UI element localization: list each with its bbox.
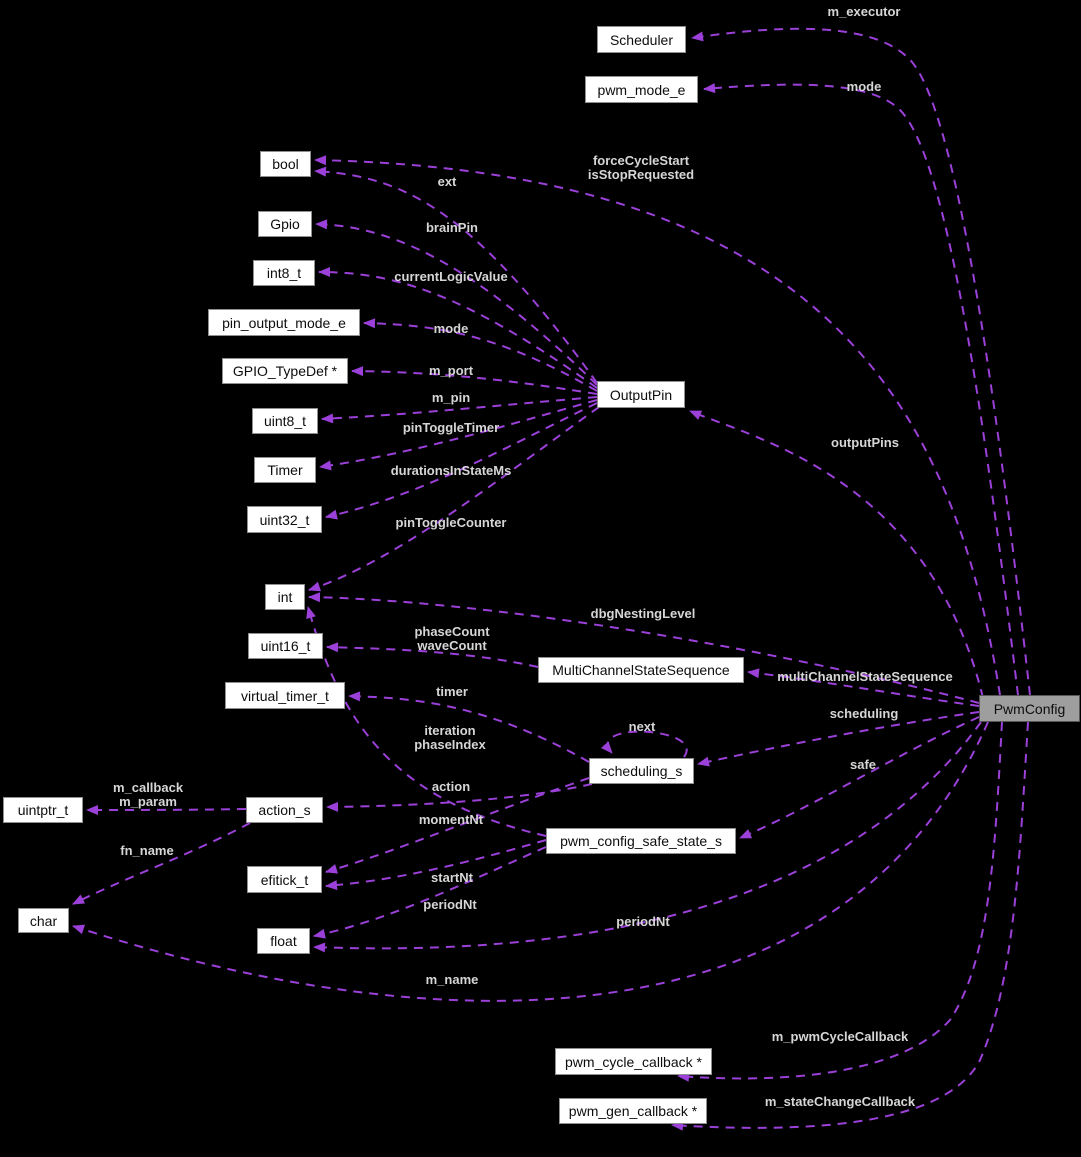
edge-action_s-to-uintptr_t — [86, 804, 247, 815]
edge-label-pwmconfig-to-multichannelstatesequence: multiChannelStateSequence — [777, 669, 953, 684]
edge-outputpin-to-uint8_t — [321, 396, 598, 424]
node-gpio[interactable]: Gpio — [258, 211, 312, 237]
edge-label-scheduling_s-to-action_s: action — [431, 779, 471, 794]
edge-label-scheduling_s-to-scheduling_s: next — [628, 719, 656, 734]
node-timer[interactable]: Timer — [254, 457, 316, 483]
node-multichannelstatesequence[interactable]: MultiChannelStateSequence — [538, 657, 744, 683]
edge-pwmconfig-to-outputpin — [689, 410, 984, 699]
edge-label-pwm_config_safe_state_s-to-float: periodNt — [423, 897, 477, 912]
edge-scheduling_s-to-virtual_timer_t — [348, 691, 590, 763]
node-scheduling_s[interactable]: scheduling_s — [589, 758, 694, 784]
edge-label-outputpin-to-gpio_typedef: m_port — [428, 363, 474, 378]
node-virtual_timer_t[interactable]: virtual_timer_t — [225, 682, 345, 709]
edge-scheduling_s-to-scheduling_s — [601, 730, 688, 758]
edge-label-pwmconfig-to-pwm_gen_callback: m_stateChangeCallback — [764, 1094, 916, 1109]
node-pwm_mode_e[interactable]: pwm_mode_e — [585, 76, 698, 103]
edge-pwmconfig-to-int — [308, 592, 980, 704]
edge-label-pwmconfig-to-pwm_mode_e: mode — [846, 79, 882, 94]
edge-outputpin-to-gpio_typedef — [351, 366, 598, 395]
edge-outputpin-to-gpio — [315, 219, 598, 386]
node-pin_output_mode_e[interactable]: pin_output_mode_e — [208, 309, 360, 336]
edge-label-pwm_config_safe_state_s-to-efitick_t: startNt — [431, 870, 473, 885]
edge-pwmconfig-to-scheduler — [691, 27, 1031, 696]
edge-outputpin-to-int8_t — [318, 267, 598, 389]
node-scheduler[interactable]: Scheduler — [597, 26, 686, 53]
edge-pwmconfig-to-pwm_mode_e — [703, 83, 1019, 696]
edge-label-outputpin-to-pin_output_mode_e: mode — [433, 321, 469, 336]
edge-pwmconfig-to-pwm_cycle_callback — [677, 721, 1003, 1082]
node-int8_t: int8_t — [253, 260, 315, 286]
node-bool: bool — [260, 151, 311, 177]
edge-label-outputpin-to-timer: pinToggleTimer — [402, 420, 500, 435]
node-gpio_typedef: GPIO_TypeDef * — [222, 358, 348, 384]
edge-outputpin-to-bool — [314, 166, 598, 384]
edge-pwmconfig-to-char — [72, 721, 989, 1002]
edge-label-scheduling_s-to-virtual_timer_t: timer — [436, 684, 468, 699]
edge-pwmconfig-to-pwm_gen_callback — [671, 721, 1029, 1131]
edge-label-outputpin-to-int: pinToggleCounter — [395, 515, 507, 530]
edge-label-pwmconfig-to-outputpin: outputPins — [831, 435, 899, 450]
node-pwm_cycle_callback[interactable]: pwm_cycle_callback * — [555, 1048, 712, 1075]
edge-label-pwmconfig-to-scheduling_s: scheduling — [829, 706, 899, 721]
node-float: float — [257, 928, 310, 954]
edge-label-pwmconfig-to-bool: forceCycleStart isStopRequested — [587, 153, 695, 182]
node-uint32_t: uint32_t — [247, 506, 322, 533]
edge-pwmconfig-to-scheduling_s — [697, 711, 980, 767]
edge-label-outputpin-to-uint32_t: durationsInStateMs — [390, 463, 512, 478]
edge-label-pwmconfig-to-pwm_cycle_callback: m_pwmCycleCallback — [771, 1029, 909, 1044]
edge-label-pwm_config_safe_state_s-to-int: iteration phaseIndex — [414, 723, 486, 752]
edge-label-outputpin-to-int8_t: currentLogicValue — [394, 269, 508, 284]
node-action_s[interactable]: action_s — [246, 797, 323, 823]
edge-label-outputpin-to-gpio: brainPin — [425, 220, 479, 235]
edge-label-multichannelstatesequence-to-uint16_t: phaseCount waveCount — [414, 624, 490, 653]
edge-pwm_config_safe_state_s-to-float — [313, 846, 547, 939]
edge-label-scheduling_s-to-efitick_t: momentNt — [418, 812, 484, 827]
node-uintptr_t: uintptr_t — [3, 797, 83, 823]
edge-pwmconfig-to-pwm_config_safe_state_s — [739, 716, 980, 839]
edge-label-pwmconfig-to-char: m_name — [425, 972, 479, 987]
node-uint8_t: uint8_t — [252, 408, 318, 434]
edge-scheduling_s-to-action_s — [326, 783, 593, 812]
node-pwm_config_safe_state_s[interactable]: pwm_config_safe_state_s — [546, 828, 736, 854]
edge-label-pwmconfig-to-int: dbgNestingLevel — [590, 606, 696, 621]
edge-multichannelstatesequence-to-uint16_t — [326, 642, 539, 668]
edge-label-pwmconfig-to-scheduler: m_executor — [827, 4, 901, 19]
edge-label-action_s-to-uintptr_t: m_callback m_param — [112, 780, 184, 809]
node-outputpin[interactable]: OutputPin — [597, 381, 685, 408]
edge-label-outputpin-to-uint8_t: m_pin — [431, 390, 471, 405]
edge-outputpin-to-timer — [319, 399, 598, 471]
edge-scheduling_s-to-efitick_t — [325, 777, 590, 874]
edge-outputpin-to-int — [308, 406, 600, 592]
node-pwmconfig: PwmConfig — [979, 695, 1080, 722]
edge-pwmconfig-to-bool — [314, 155, 1001, 696]
edge-label-action_s-to-char: fn_name — [120, 843, 174, 858]
edge-action_s-to-char — [72, 822, 251, 905]
node-char: char — [18, 908, 69, 933]
node-uint16_t: uint16_t — [248, 633, 323, 659]
node-int: int — [265, 584, 305, 610]
edge-pwmconfig-to-float — [313, 721, 982, 953]
edge-pwm_config_safe_state_s-to-efitick_t — [325, 839, 547, 891]
edge-pwmconfig-to-multichannelstatesequence — [747, 668, 980, 707]
edge-label-pwmconfig-to-float: periodNt — [616, 914, 670, 929]
edge-label-pwmconfig-to-pwm_config_safe_state_s: safe — [849, 757, 877, 772]
node-pwm_gen_callback[interactable]: pwm_gen_callback * — [559, 1098, 707, 1124]
node-efitick_t[interactable]: efitick_t — [247, 866, 322, 893]
edge-outputpin-to-uint32_t — [325, 402, 598, 520]
edge-label-outputpin-to-bool: ext — [437, 174, 457, 189]
edge-outputpin-to-pin_output_mode_e — [363, 318, 598, 392]
